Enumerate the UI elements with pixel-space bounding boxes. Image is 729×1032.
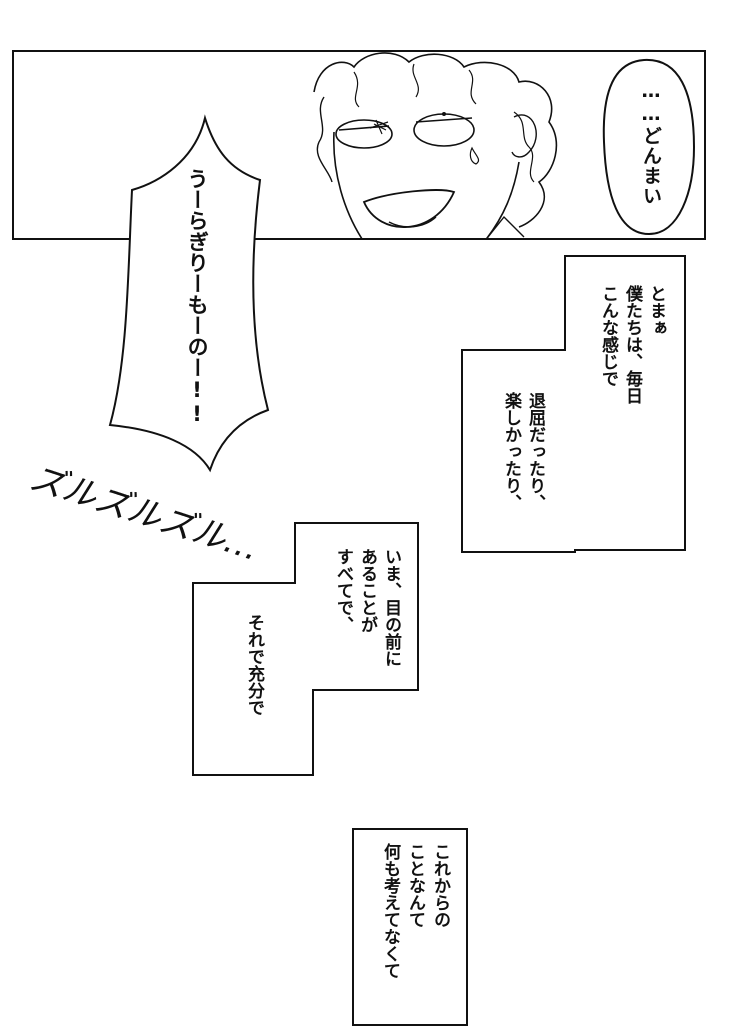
caption-box-2 [192, 522, 419, 776]
speech-bubble-text: ……どんまい [640, 80, 662, 206]
caption-3-col2: ことなんて [405, 843, 425, 928]
caption-2-col2: あることが [357, 548, 377, 633]
caption-1-col1: とまぁ [646, 285, 666, 336]
caption-2-col4: それで充分で [244, 614, 264, 716]
caption-2-col1: いま、目の前に [381, 548, 401, 667]
caption-3-col3: 何も考えてなくて [380, 843, 400, 979]
caption-1-col2: 僕たちは、毎日 [622, 285, 642, 404]
character-illustration [313, 52, 696, 238]
speech-bubble [602, 58, 696, 236]
caption-1-col5: 楽しかったり、 [501, 392, 521, 511]
caption-1-col4: 退屈だったり、 [525, 392, 545, 511]
caption-1-col3: こんな感じで [598, 285, 618, 387]
caption-3-col1: これからの [430, 843, 450, 928]
shout-text: うーらぎりーもーのー!! [185, 168, 209, 426]
shout-bubble [108, 114, 270, 473]
caption-2-col3: すべてで、 [333, 548, 353, 633]
caption-box-3 [352, 828, 468, 1026]
manga-panel-top: ……どんまい [12, 50, 706, 240]
caption-box-1 [461, 255, 686, 553]
